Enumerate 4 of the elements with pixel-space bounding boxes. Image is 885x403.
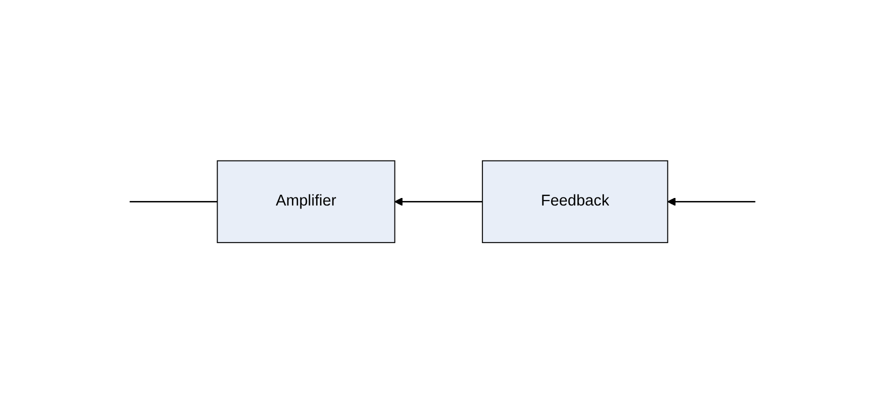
arrow xyxy=(394,197,482,206)
process-box: Feedback xyxy=(482,160,668,243)
arrow xyxy=(667,197,756,206)
process-box: Amplifier xyxy=(216,160,396,243)
